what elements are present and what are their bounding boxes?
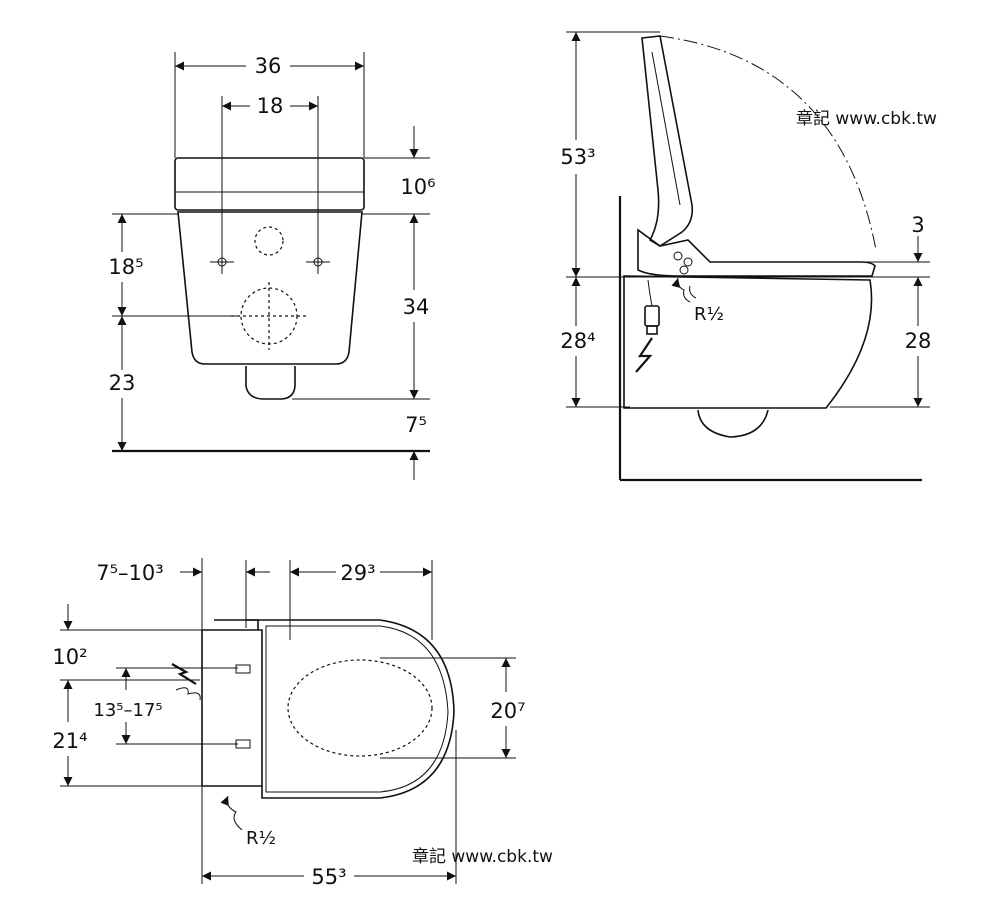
- top-view: 7⁵–10³ 29³ 10² 13⁵–17⁵ 21⁴ 20⁷ 55³ R½: [52, 558, 526, 889]
- power-icon: [635, 337, 653, 373]
- dim-total-length: 55³: [311, 865, 346, 889]
- dim-wall-offset-range: 7⁵–10³: [96, 561, 163, 585]
- side-view: 53³ 28⁴ 3 28 R½: [560, 31, 932, 482]
- top-power-icon: [171, 663, 197, 685]
- dim-side-width: 21⁴: [52, 729, 87, 753]
- watermark-bottom: 章記 www.cbk.tw: [412, 847, 553, 867]
- side-water-inlet: R½: [694, 304, 724, 325]
- front-view: 36 18 18⁵ 23: [108, 52, 436, 480]
- dim-inlet-height: 28⁴: [560, 329, 595, 353]
- dim-lid-depth: 10²: [52, 645, 87, 669]
- dim-seat-width: 20⁷: [490, 699, 525, 723]
- watermark-top: 章記 www.cbk.tw: [796, 109, 937, 129]
- dim-lid-open-height: 53³: [560, 145, 595, 169]
- dim-rim-height: 28: [905, 329, 932, 353]
- dim-hole-height: 18⁵: [108, 255, 143, 279]
- dim-power-range: 13⁵–17⁵: [93, 700, 162, 721]
- dim-seat-length: 29³: [340, 561, 375, 585]
- dim-seat-thickness: 3: [911, 213, 924, 237]
- dim-bowl-height: 34: [403, 295, 430, 319]
- top-water-inlet: R½: [246, 828, 276, 849]
- dim-lid-height: 10⁶: [400, 175, 435, 199]
- dim-floor-clearance: 23: [109, 371, 136, 395]
- dim-bottom-offset: 7⁵: [405, 413, 427, 437]
- dim-width-total: 36: [255, 54, 282, 78]
- dim-hole-spacing: 18: [257, 94, 284, 118]
